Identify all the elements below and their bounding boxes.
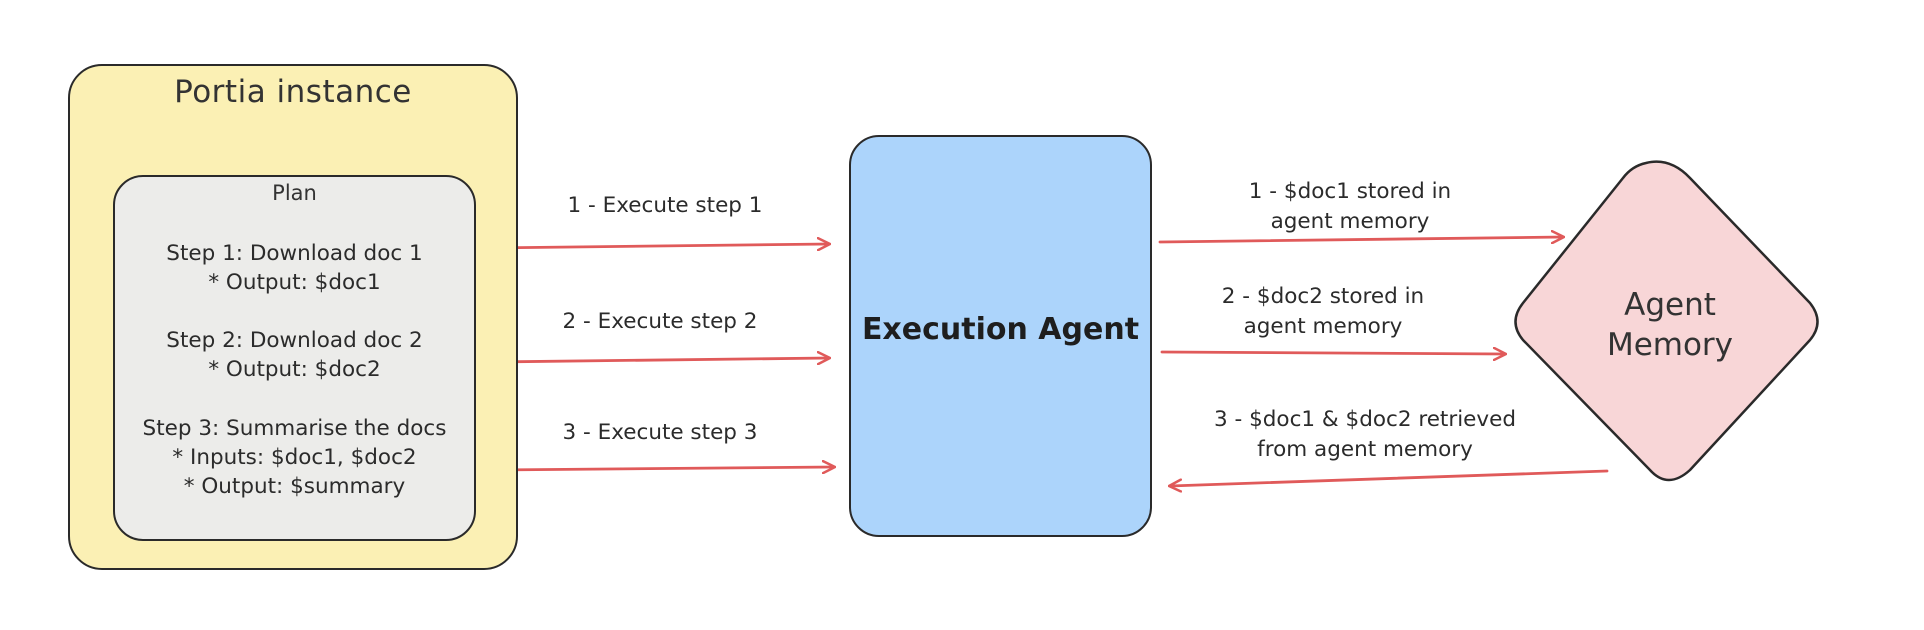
store-doc2-label: 2 - $doc2 stored in agent memory [1173, 282, 1473, 342]
retrieve-docs-label: 3 - $doc1 & $doc2 retrieved from agent m… [1180, 405, 1550, 465]
retrieve-docs-label-line-2: from agent memory [1257, 437, 1473, 462]
plan-step-1-line-1: Step 1: Download doc 1 [166, 241, 423, 266]
store-doc1-label-line-2: agent memory [1270, 209, 1430, 234]
plan-step-3-line-3: * Output: $summary [183, 474, 406, 499]
agent-memory-diamond [1514, 160, 1819, 482]
store-doc2-label-line-2: agent memory [1243, 314, 1403, 339]
execute-step-2-arrow [489, 358, 829, 362]
agent-memory-label-line-2: Memory [1606, 327, 1734, 363]
agent-memory-label: Agent Memory [1560, 285, 1780, 365]
store-doc1-arrow [1158, 237, 1563, 242]
plan-step-1-line-2: * Output: $doc1 [208, 270, 381, 295]
execute-step-1-arrow [485, 244, 829, 248]
plan-step-3-line-1: Step 3: Summarise the docs [142, 416, 447, 441]
plan-title: Plan [272, 181, 317, 205]
execute-step-3-label: 3 - Execute step 3 [562, 420, 758, 445]
plan-step-2-line-2: * Output: $doc2 [208, 357, 381, 382]
plan-step-2: Step 2: Download doc 2 * Output: $doc2 [115, 326, 474, 384]
execute-step-2-label: 2 - Execute step 2 [562, 309, 758, 334]
execution-agent-box: Execution Agent [849, 135, 1152, 537]
plan-box: Plan Step 1: Download doc 1 * Output: $d… [113, 175, 476, 541]
plan-step-1: Step 1: Download doc 1 * Output: $doc1 [115, 239, 474, 297]
store-doc2-label-line-1: 2 - $doc2 stored in [1221, 284, 1425, 309]
plan-step-3-line-2: * Inputs: $doc1, $doc2 [172, 445, 417, 470]
execute-step-1-label: 1 - Execute step 1 [567, 193, 763, 218]
agent-memory-label-line-1: Agent [1624, 287, 1716, 323]
store-doc1-label: 1 - $doc1 stored in agent memory [1200, 177, 1500, 237]
portia-instance-title: Portia instance [174, 74, 412, 110]
store-doc2-arrow [1160, 352, 1505, 354]
retrieve-docs-arrow [1170, 469, 1609, 486]
plan-step-2-line-1: Step 2: Download doc 2 [166, 328, 423, 353]
retrieve-docs-label-line-1: 3 - $doc1 & $doc2 retrieved [1214, 407, 1516, 432]
execution-agent-label: Execution Agent [861, 312, 1140, 347]
execute-step-3-arrow [490, 467, 834, 470]
store-doc1-label-line-1: 1 - $doc1 stored in [1248, 179, 1452, 204]
plan-step-3: Step 3: Summarise the docs * Inputs: $do… [115, 414, 474, 501]
